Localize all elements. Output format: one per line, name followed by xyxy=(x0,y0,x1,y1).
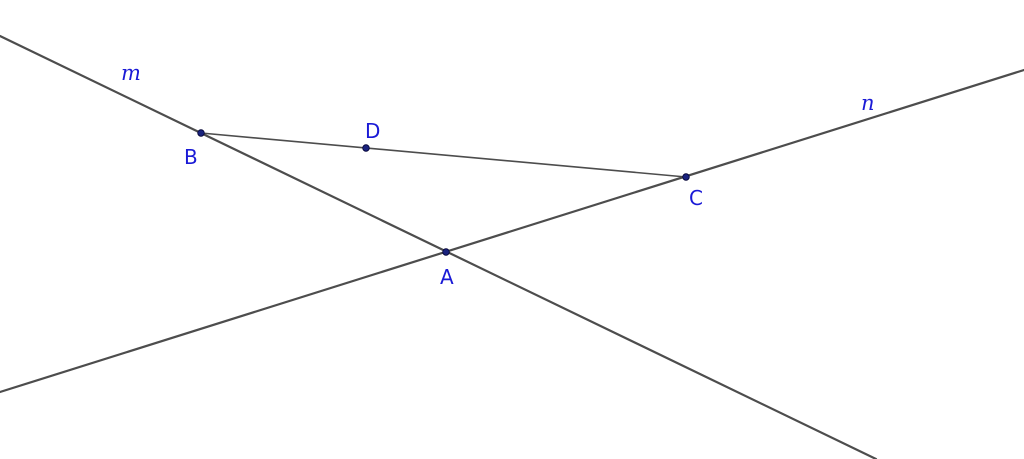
point-b[interactable] xyxy=(197,129,205,137)
line-n[interactable] xyxy=(0,68,1024,394)
point-d-label: D xyxy=(365,119,380,143)
point-b-label: B xyxy=(184,145,198,169)
point-c-label: C xyxy=(689,186,703,210)
point-a-label: A xyxy=(440,265,454,289)
line-n-label: n xyxy=(861,91,875,115)
point-d[interactable] xyxy=(362,144,370,152)
segment-bc[interactable] xyxy=(200,132,687,178)
line-m[interactable] xyxy=(0,34,878,459)
point-a[interactable] xyxy=(442,248,450,256)
point-c[interactable] xyxy=(682,173,690,181)
line-m-label: m xyxy=(121,61,141,85)
